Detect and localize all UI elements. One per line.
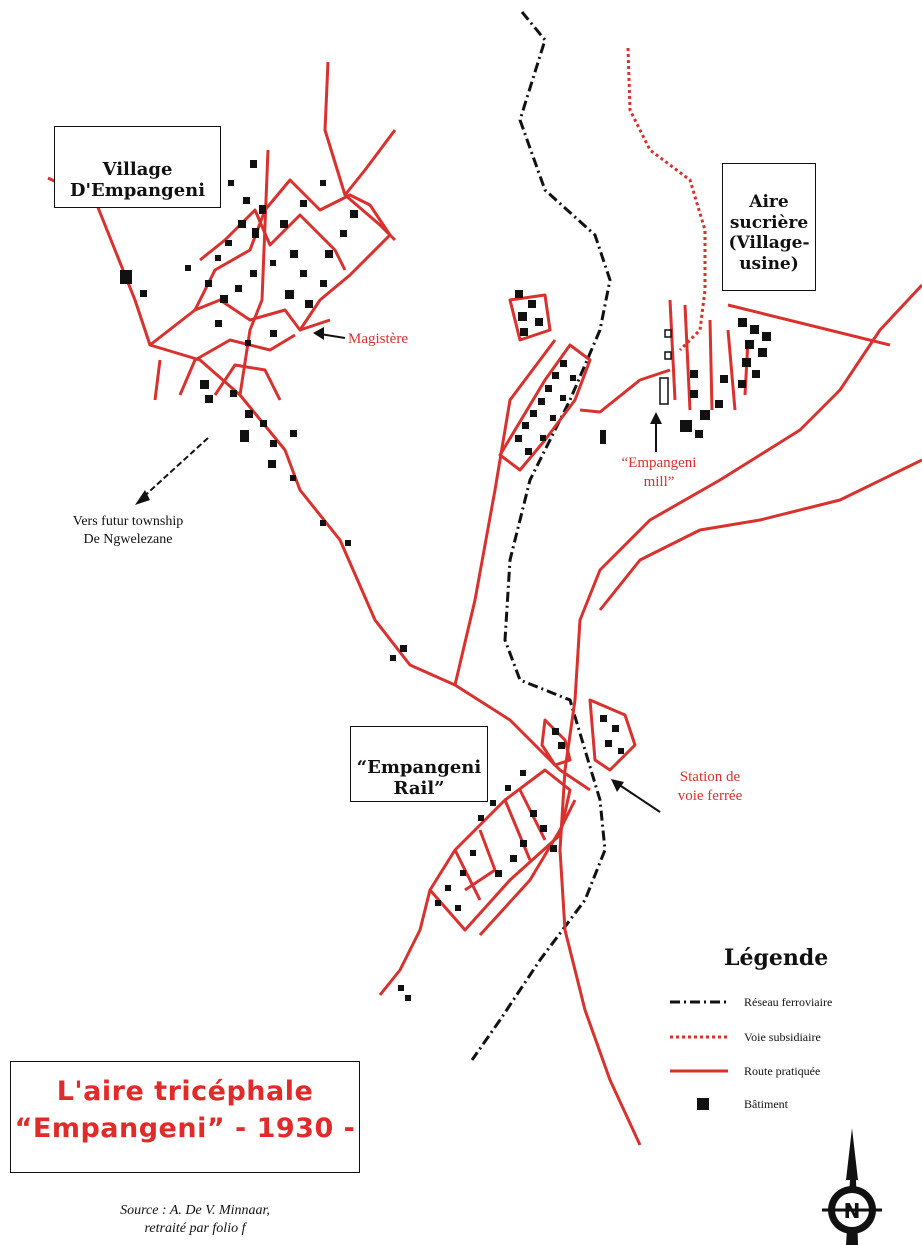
magistere-label: Magistère	[348, 331, 408, 347]
station-label: Station de voie ferrée	[677, 769, 743, 804]
legend-item-secondary-road: Voie subsidiaire	[668, 1027, 821, 1047]
compass-letter: N	[844, 1199, 861, 1223]
legend-item-road: Route pratiquée	[668, 1061, 820, 1081]
source-line-2: retraité par folio f	[144, 1221, 246, 1237]
empangeni-rail-label-box: “Empangeni Rail”	[350, 726, 488, 802]
source-line-1: Source : A. De V. Minnaar,	[120, 1203, 270, 1218]
aire-sucriere-label: Aire sucrière (Village- usine)	[728, 192, 810, 274]
map-title-line-1: L'aire tricéphale	[56, 1076, 314, 1107]
map-title-box: L'aire tricéphale “Empangeni” - 1930 -	[10, 1061, 360, 1173]
village-label: Village D'Empangeni	[69, 158, 206, 202]
village-label-box: Village D'Empangeni	[54, 126, 221, 208]
legend-railway-label: Réseau ferroviaire	[744, 994, 833, 1009]
annotation-arrows	[135, 327, 662, 813]
township-label: Vers futur township De Ngwelezane	[72, 514, 184, 547]
legend-title: Légende	[724, 945, 829, 971]
empangeni-mill-label: “Empangeni mill”	[621, 455, 697, 490]
map-title-line-2: “Empangeni” - 1930 -	[14, 1113, 356, 1144]
legend-building-symbol	[697, 1098, 709, 1110]
source-credit: Source : A. De V. Minnaar, retraité par …	[50, 1202, 340, 1238]
empangeni-rail-label: “Empangeni Rail”	[356, 756, 482, 800]
roads	[47, 61, 922, 1146]
legend-item-building: Bâtiment	[668, 1094, 788, 1114]
aire-sucriere-label-box: Aire sucrière (Village- usine)	[722, 163, 816, 291]
legend-symbols	[670, 1000, 728, 1110]
legend-road-label: Route pratiquée	[744, 1063, 821, 1078]
compass-rose: N	[822, 1128, 882, 1245]
legend-building-label: Bâtiment	[744, 1096, 788, 1111]
secondary-road	[626, 47, 707, 352]
railway-line	[470, 11, 612, 1061]
legend-secondary-road-label: Voie subsidiaire	[744, 1029, 821, 1044]
buildings	[120, 160, 771, 1001]
legend-item-railway: Réseau ferroviaire	[668, 992, 832, 1012]
